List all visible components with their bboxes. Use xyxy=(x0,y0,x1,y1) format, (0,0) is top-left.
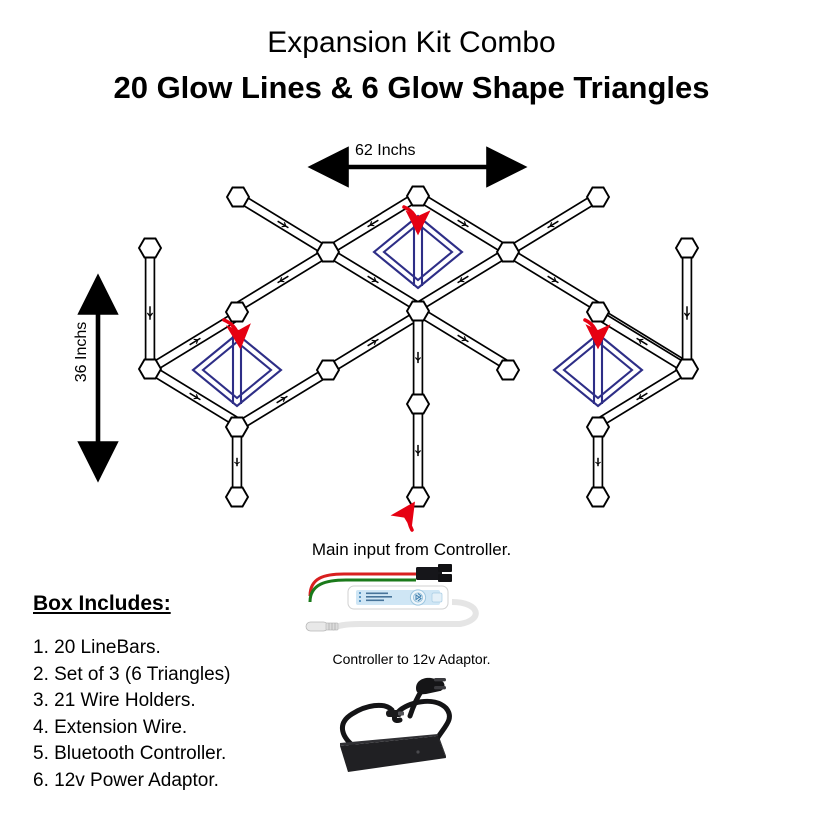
hex-connector xyxy=(225,486,249,508)
hex-connector xyxy=(138,237,162,259)
hex-connector xyxy=(675,237,699,259)
page-title-line1: Expansion Kit Combo xyxy=(267,26,556,59)
hex-connector xyxy=(316,359,340,381)
hex-connector xyxy=(406,185,430,207)
triangle-callout-arrow xyxy=(222,318,251,350)
hex-connector xyxy=(496,241,520,263)
line-bar xyxy=(504,247,602,312)
adaptor-brick xyxy=(340,734,446,772)
dimension-height-label: 36 Inchs xyxy=(73,321,91,383)
hex-connector xyxy=(406,300,430,322)
line-bar xyxy=(592,426,604,498)
hex-connector xyxy=(225,301,249,323)
euro-plug xyxy=(416,677,446,695)
box-includes-heading: Box Includes: xyxy=(33,592,171,615)
line-bar xyxy=(234,247,332,312)
page-title-line2: 20 Glow Lines & 6 Glow Shape Triangles xyxy=(113,70,710,105)
dimension-width-label: 62 Inchs xyxy=(355,142,416,159)
line-bar xyxy=(146,364,244,429)
line-bar xyxy=(234,192,332,257)
hex-connector xyxy=(586,186,610,208)
glow-shape-triangle xyxy=(191,332,283,408)
hex-connector xyxy=(496,359,520,381)
line-bar xyxy=(144,256,156,370)
hex-connector xyxy=(675,358,699,380)
hex-connector xyxy=(586,486,610,508)
line-bar xyxy=(233,367,331,432)
hex-connector xyxy=(586,301,610,323)
line-bar xyxy=(324,191,422,256)
hex-connector xyxy=(406,486,430,508)
list-item: 6. 12v Power Adaptor. xyxy=(33,769,219,791)
hex-connector xyxy=(406,393,430,415)
red-callout-arrows xyxy=(222,205,611,532)
list-item: 1. 20 LineBars. xyxy=(33,637,161,658)
controller-body xyxy=(347,585,449,610)
line-bar xyxy=(231,426,243,498)
line-bar xyxy=(412,310,424,405)
hex-connector xyxy=(316,241,340,263)
jst-connector xyxy=(416,564,452,582)
line-bar xyxy=(593,309,691,374)
main-input-callout-arrow xyxy=(390,501,415,532)
line-bar xyxy=(414,306,512,371)
hex-connector xyxy=(138,358,162,380)
hex-connector xyxy=(226,186,250,208)
power-adaptor-image xyxy=(340,677,452,772)
box-includes-list: 1. 20 LineBars. 2. Set of 3 (6 Triangles… xyxy=(33,635,231,794)
list-item: 2. Set of 3 (6 Triangles) xyxy=(33,663,231,685)
line-bar xyxy=(414,191,512,256)
line-bar xyxy=(324,310,422,375)
line-bar xyxy=(681,256,693,370)
triangle-callout-arrow xyxy=(583,318,611,350)
adaptor-caption: Controller to 12v Adaptor. xyxy=(332,651,491,667)
bluetooth-controller-image xyxy=(305,564,479,632)
hex-connector xyxy=(225,416,249,438)
list-item: 3. 21 Wire Holders. xyxy=(33,690,196,711)
main-input-caption: Main input from Controller. xyxy=(311,540,512,559)
dc-plug xyxy=(386,710,404,717)
dc-barrel-jack xyxy=(305,621,339,632)
list-item: 4. Extension Wire. xyxy=(33,716,188,738)
list-item: 5. Bluetooth Controller. xyxy=(33,743,227,764)
hex-connector xyxy=(586,416,610,438)
line-bar xyxy=(504,192,602,257)
line-bar xyxy=(412,403,424,498)
triangle-callout-arrow xyxy=(402,205,431,236)
